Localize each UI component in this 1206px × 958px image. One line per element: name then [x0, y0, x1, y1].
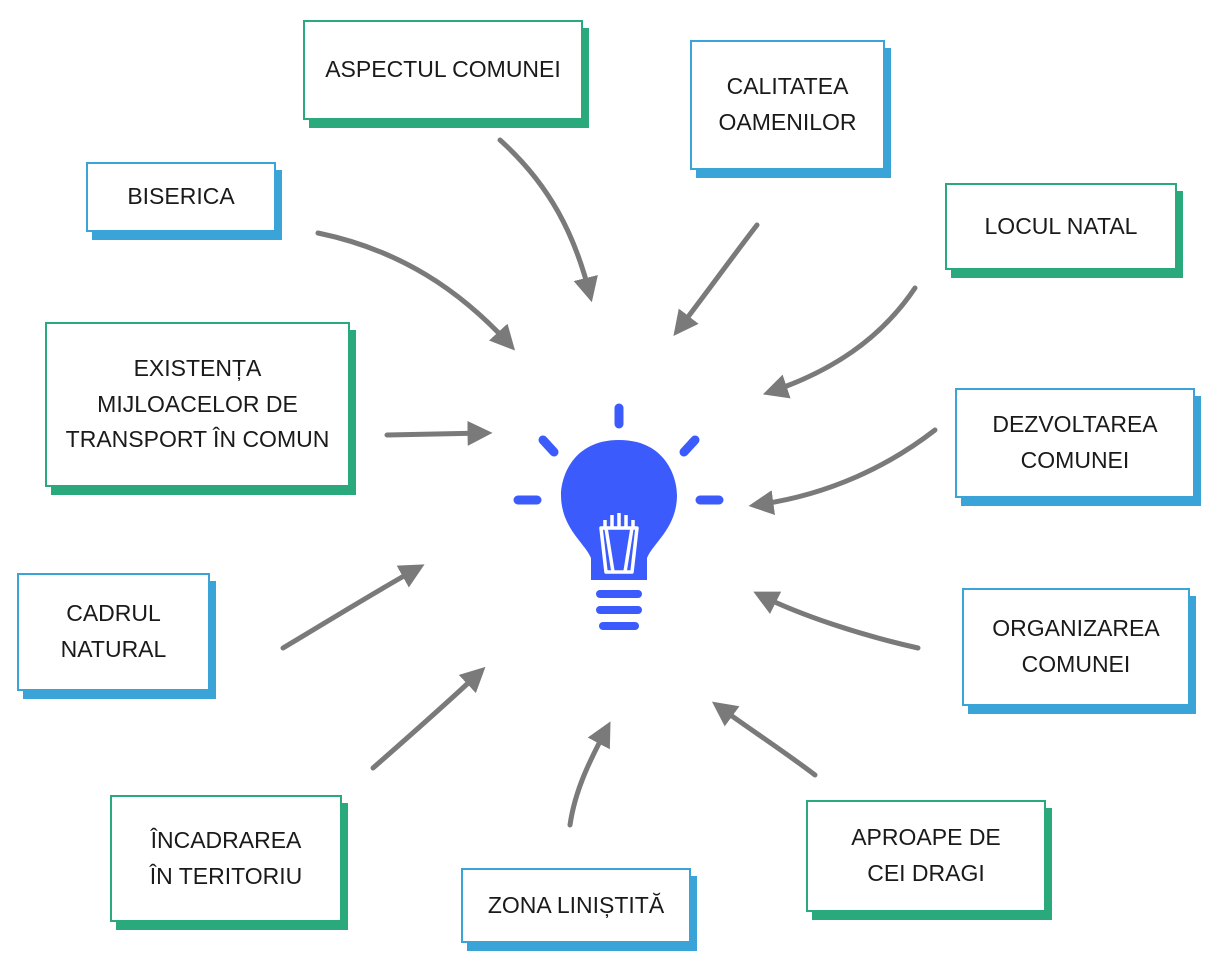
arrow-biserica	[315, 230, 516, 351]
arrow-aspectul-comunei	[497, 137, 598, 303]
arrow-locul-natal	[762, 285, 918, 399]
node-label: LOCUL NATAL	[984, 212, 1138, 239]
lightbulb-icon	[513, 403, 724, 630]
node-label: CALITATEA OAMENILOR	[718, 73, 857, 135]
node-label: CADRUL NATURAL	[60, 600, 167, 662]
node-aproape-de-cei-dragi: APROAPE DE CEI DRAGI	[806, 800, 1046, 912]
arrow-dezvoltarea-comunei	[748, 427, 938, 516]
node-dezvoltarea-comunei: DEZVOLTAREA COMUNEI	[955, 388, 1195, 498]
node-label: EXISTENȚA MIJLOACELOR DE TRANSPORT ÎN CO…	[65, 355, 330, 453]
arrow-organizarea-comunei	[753, 591, 921, 651]
arrow-incadrarea-in-teritoriu	[370, 666, 486, 771]
node-incadrarea-in-teritoriu: ÎNCADRAREA ÎN TERITORIU	[110, 795, 342, 922]
arrow-zona-linistita	[567, 721, 611, 828]
arrow-aproape-de-cei-dragi	[711, 701, 818, 778]
node-organizarea-comunei: ORGANIZAREA COMUNEI	[962, 588, 1190, 706]
node-label: ASPECTUL COMUNEI	[325, 56, 561, 83]
node-biserica: BISERICA	[86, 162, 276, 232]
node-cadrul-natural: CADRUL NATURAL	[17, 573, 210, 691]
node-locul-natal: LOCUL NATAL	[945, 183, 1177, 270]
arrow-cadrul-natural	[280, 564, 425, 651]
arrow-existenta-mijloacelor	[384, 420, 493, 446]
node-label: ÎNCADRAREA ÎN TERITORIU	[149, 826, 303, 889]
node-label: BISERICA	[127, 183, 235, 210]
node-calitatea-oamenilor: CALITATEA OAMENILOR	[690, 40, 885, 170]
node-label: APROAPE DE CEI DRAGI	[851, 824, 1001, 886]
node-existenta-mijloacelor: EXISTENȚA MIJLOACELOR DE TRANSPORT ÎN CO…	[45, 322, 350, 487]
node-label: ZONA LINIȘTITĂ	[487, 891, 665, 918]
node-aspectul-comunei: ASPECTUL COMUNEI	[303, 20, 583, 120]
node-label: ORGANIZAREA COMUNEI	[992, 615, 1160, 677]
node-zona-linistita: ZONA LINIȘTITĂ	[461, 868, 691, 943]
arrow-calitatea-oamenilor	[673, 222, 760, 336]
node-label: DEZVOLTAREA COMUNEI	[992, 411, 1158, 473]
